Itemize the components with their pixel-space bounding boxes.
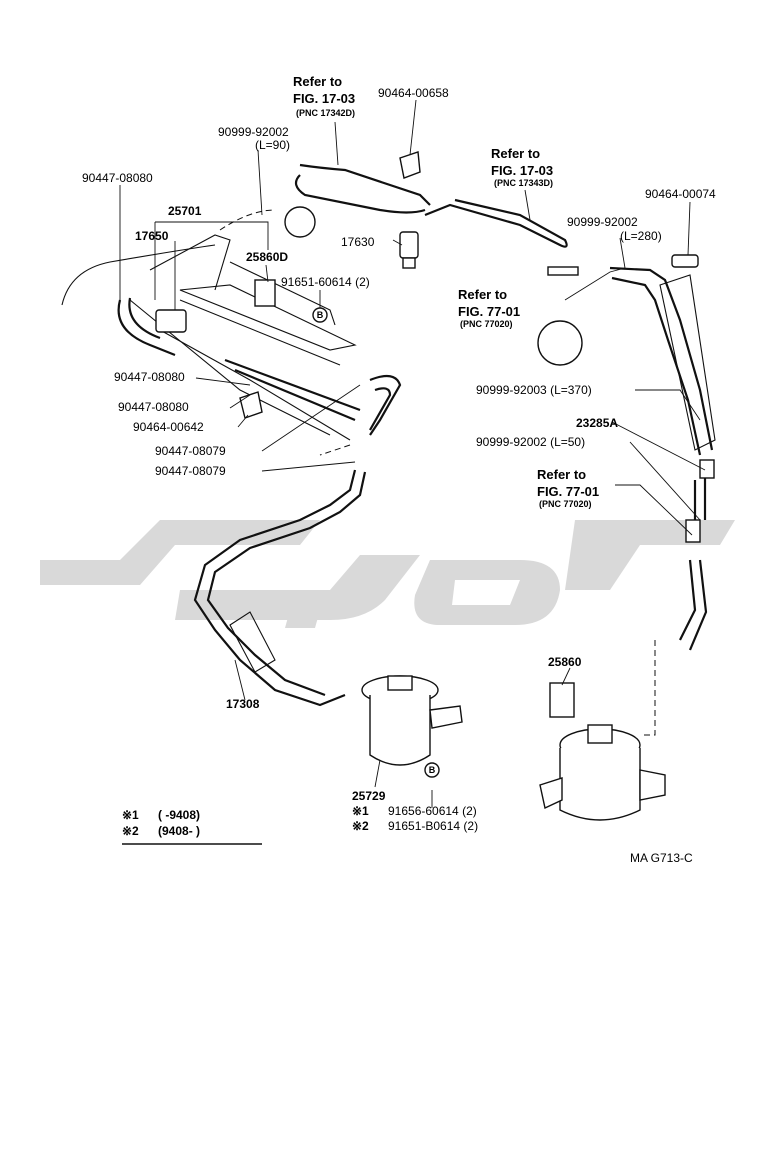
parts: [155, 151, 715, 821]
part-labels: Refer to FIG. 17-03 (PNC 17342D) 90464-0…: [82, 74, 716, 833]
label-25860: 25860: [548, 655, 582, 669]
label-17630: 17630: [341, 235, 375, 249]
label-23285A: 23285A: [576, 416, 618, 430]
legend-range-1: ( -9408): [158, 808, 200, 822]
refer-77-01-top-line2: FIG. 77-01: [458, 304, 520, 319]
label-17650: 17650: [135, 229, 169, 243]
label-25729: 25729: [352, 789, 386, 803]
hose-17308: [193, 469, 367, 707]
figure-code: MA G713-C: [630, 851, 693, 865]
right-hoses: [609, 266, 716, 651]
bolt-mark-lower: B: [429, 765, 436, 775]
label-90464-00074: 90464-00074: [645, 187, 716, 201]
label-25860D: 25860D: [246, 250, 288, 264]
label-25701: 25701: [168, 204, 202, 218]
leader-lines: [119, 99, 706, 808]
note-part-2: 91651-B0614 (2): [388, 819, 478, 833]
refer-17-03-left-line2: FIG. 17-03: [293, 91, 355, 106]
label-90447-08080-mid: 90447-08080: [114, 370, 185, 384]
refer-17-03-left-line1: Refer to: [293, 74, 342, 89]
label-90999-92002-l50: 90999-92002 (L=50): [476, 435, 585, 449]
refer-77-01-top-line1: Refer to: [458, 287, 507, 302]
label-l90: (L=90): [255, 138, 290, 152]
refer-17-03-right-line3: (PNC 17343D): [494, 178, 553, 188]
refer-77-01-bot-line3: (PNC 77020): [539, 499, 592, 509]
label-90447-08079-a: 90447-08079: [155, 444, 226, 458]
intake-bracket: [61, 234, 357, 441]
refer-17-03-right-line2: FIG. 17-03: [491, 163, 553, 178]
legend-range-2: (9408- ): [158, 824, 200, 838]
label-90447-08080-low: 90447-08080: [118, 400, 189, 414]
refer-77-01-bot-line1: Refer to: [537, 467, 586, 482]
label-l280: (L=280): [620, 229, 662, 243]
refer-17-03-left-line3: (PNC 17342D): [296, 108, 355, 118]
bolt-mark-upper: B: [317, 310, 324, 320]
label-90447-08080-top: 90447-08080: [82, 171, 153, 185]
legend-mark-1: ※1: [122, 808, 139, 822]
watermark-logo: [40, 520, 735, 628]
legend: ※1 ( -9408) ※2 (9408- ): [122, 808, 262, 845]
refer-77-01-bot-line2: FIG. 77-01: [537, 484, 599, 499]
note-mark-2: ※2: [352, 819, 369, 833]
label-91651-60614: 91651-60614 (2): [281, 275, 370, 289]
label-90999-92003: 90999-92003 (L=370): [476, 383, 592, 397]
note-part-1: 91656-60614 (2): [388, 804, 477, 818]
dashed-links: [219, 209, 656, 736]
legend-mark-2: ※2: [122, 824, 139, 838]
note-mark-1: ※1: [352, 804, 369, 818]
label-90464-00658: 90464-00658: [378, 86, 449, 100]
upper-hoses: [117, 163, 568, 436]
label-17308: 17308: [226, 697, 260, 711]
bolt-markers: B B: [312, 307, 440, 778]
label-90447-08079-b: 90447-08079: [155, 464, 226, 478]
refer-17-03-right-line1: Refer to: [491, 146, 540, 161]
label-90999-92002-l90: 90999-92002: [218, 125, 289, 139]
label-90999-92002-l280: 90999-92002: [567, 215, 638, 229]
refer-77-01-top-line3: (PNC 77020): [460, 319, 513, 329]
label-90464-00642: 90464-00642: [133, 420, 204, 434]
